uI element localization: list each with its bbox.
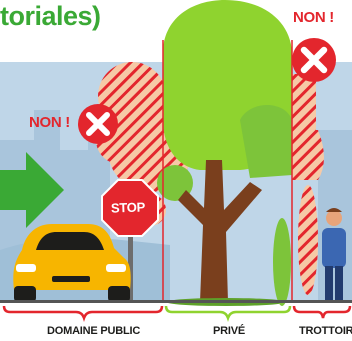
stop-sign-label: STOP	[110, 199, 146, 216]
stop-sign-icon	[101, 179, 159, 302]
shrub	[273, 218, 291, 306]
car-icon	[13, 224, 131, 302]
zone-label-sidewalk: TROTTOIR	[299, 325, 352, 337]
bracket-private	[164, 305, 292, 322]
warning-label-left: NON !	[29, 114, 70, 131]
zone-label-private: PRIVÉ	[213, 325, 246, 337]
bracket-sidewalk	[292, 305, 352, 319]
close-x-icon	[78, 104, 118, 144]
warning-label-right: NON !	[293, 9, 334, 26]
person-icon	[322, 208, 346, 302]
zone-label-public: DOMAINE PUBLIC	[47, 325, 141, 337]
close-x-icon	[292, 38, 336, 82]
ground-line	[0, 300, 352, 303]
arrow-right-icon	[0, 152, 64, 228]
tree-overhang-sidewalk-hatched	[292, 74, 324, 295]
page-title-fragment: toriales)	[0, 1, 101, 31]
bracket-public	[2, 305, 164, 322]
